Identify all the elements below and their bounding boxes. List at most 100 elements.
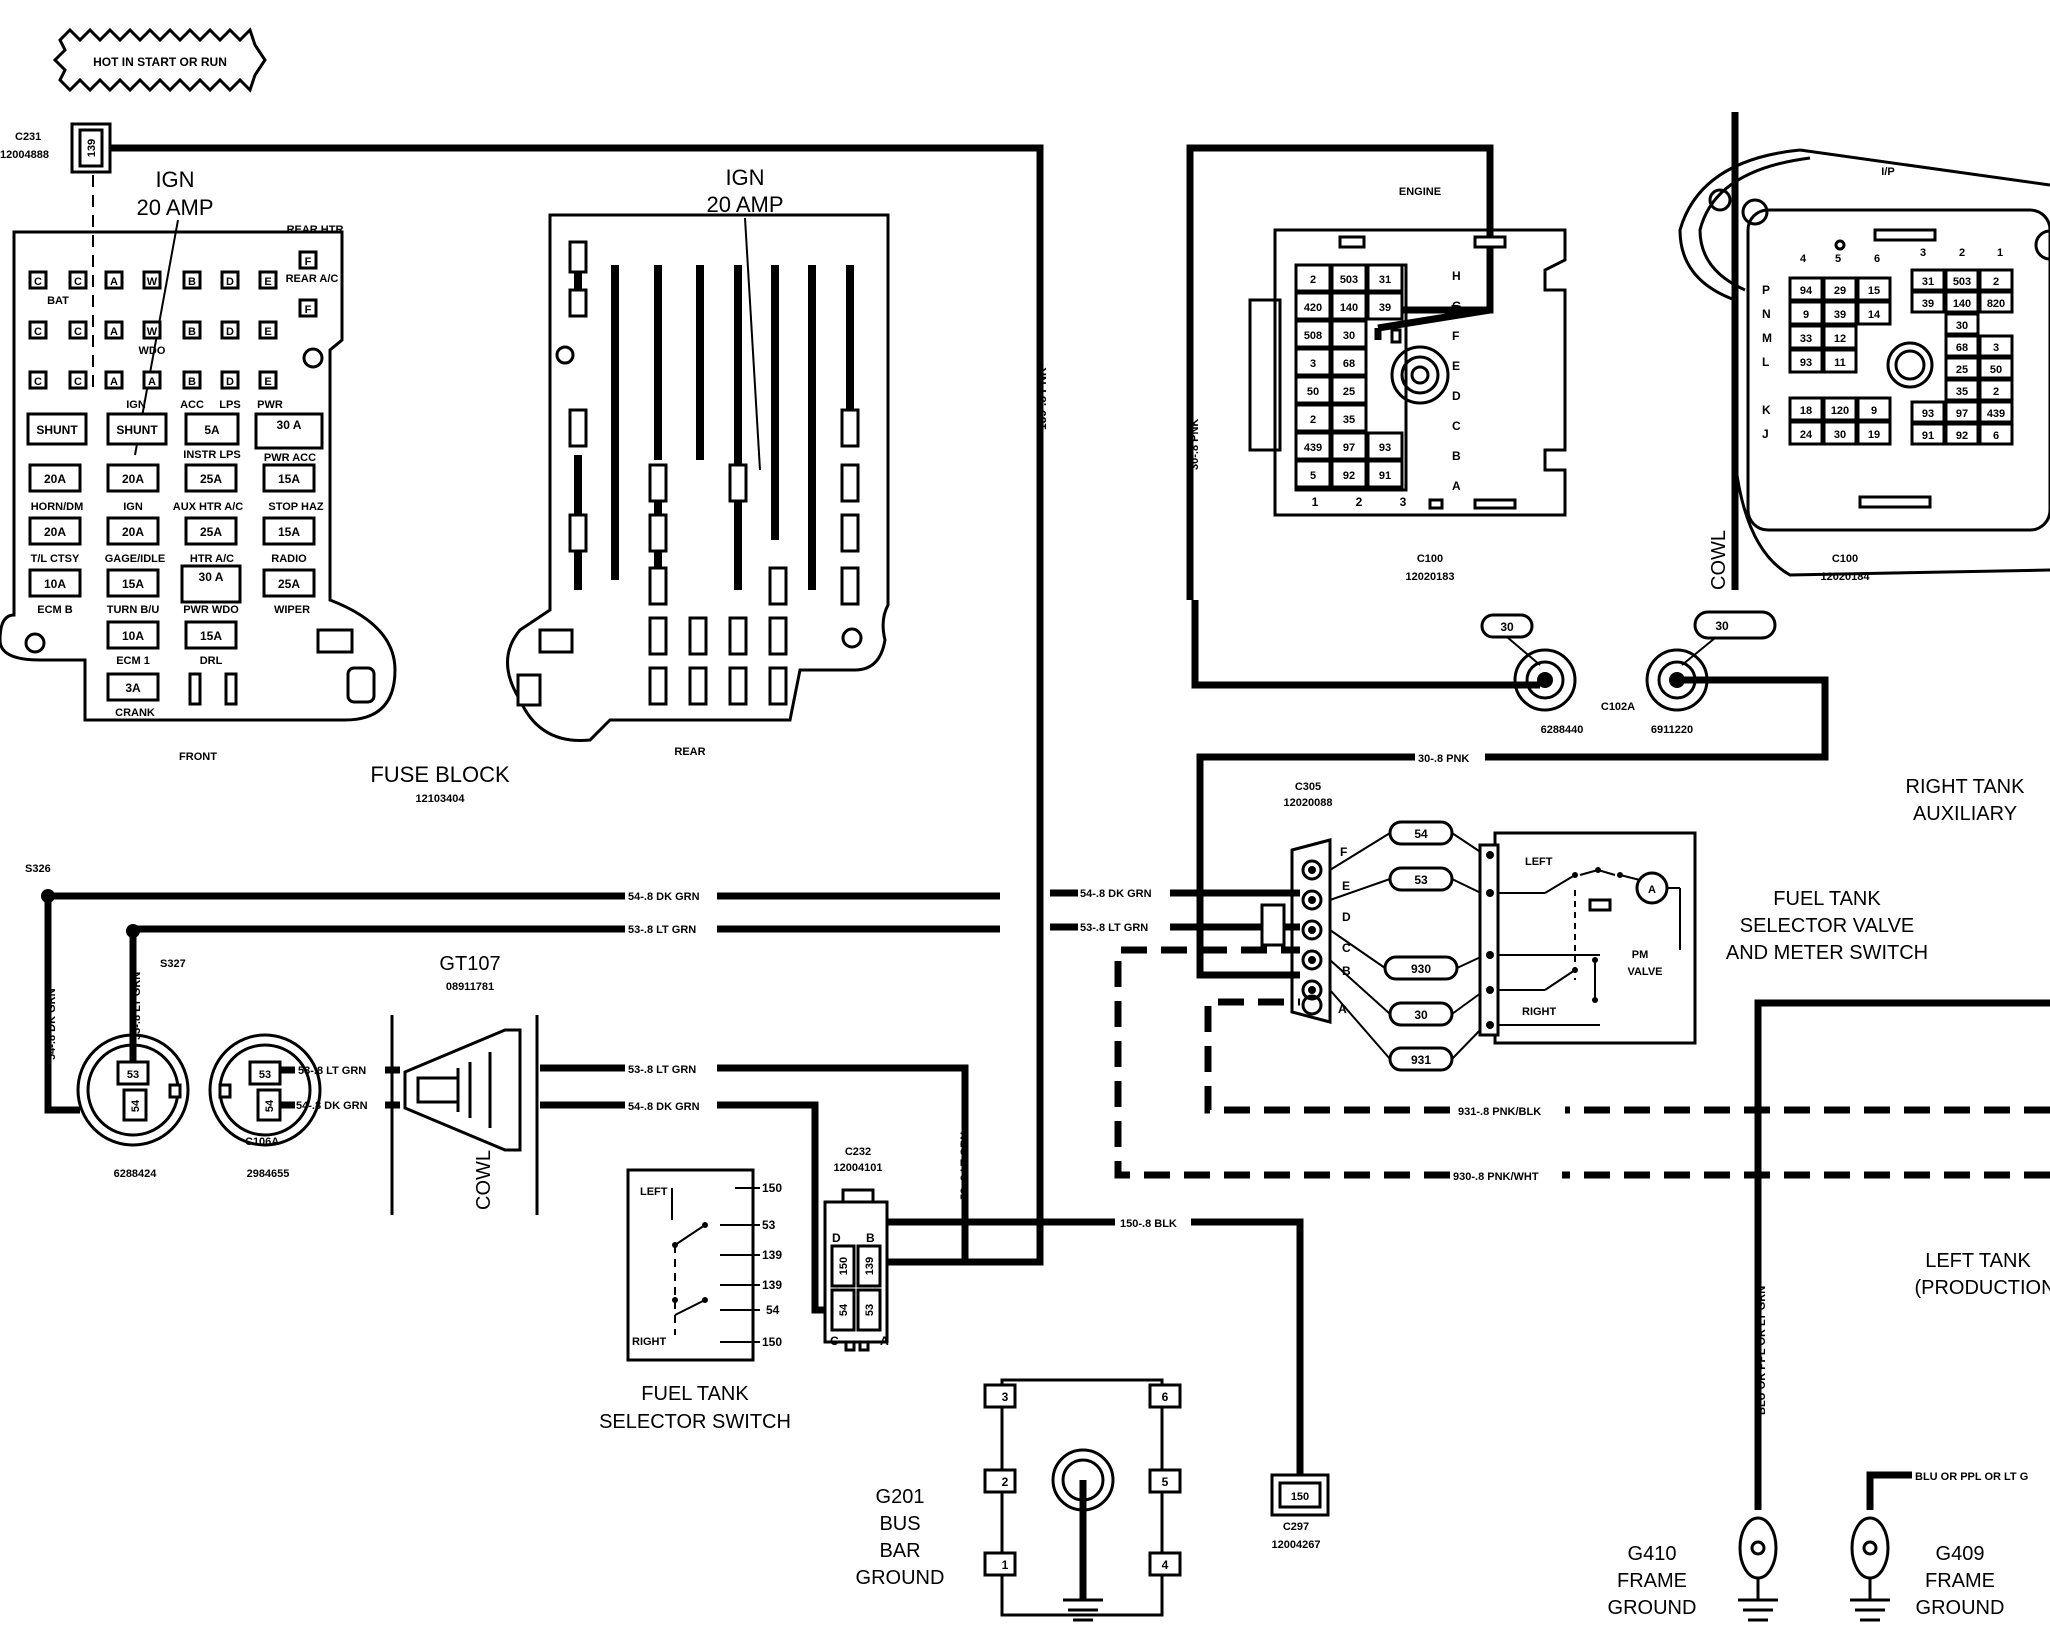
c100-ip-left-pin-label: 18: [1800, 405, 1812, 417]
svg-text:A: A: [148, 376, 156, 388]
c100-ip-right-pin-label: 2: [1993, 276, 1999, 288]
c100-engine-pin: [1330, 319, 1368, 349]
svg-text:53: 53: [1414, 873, 1428, 887]
c100-ip-right-pin-label: 35: [1956, 386, 1968, 398]
c100-engine-pin-label: 39: [1379, 302, 1391, 314]
svg-text:B: B: [188, 276, 196, 288]
c100-engine-pin-label: 439: [1304, 442, 1322, 454]
right-tank-1: RIGHT TANK: [1906, 776, 2026, 798]
c305-circuit-pills: 54 53 930 30 931: [1329, 820, 1486, 1072]
front-label: FRONT: [179, 751, 217, 763]
front-ign-line2: 20 AMP: [136, 195, 213, 220]
gt107-pn: 08911781: [446, 981, 494, 993]
c100-ip-left-pin-label: 33: [1800, 333, 1812, 345]
wire-blu-vert-label: BLU OR PPL OR LT GRN: [1756, 1286, 1768, 1415]
g410-line2: FRAME: [1617, 1570, 1687, 1592]
c100-engine-pin-label: 35: [1343, 414, 1355, 426]
c100-ip-left-pin: [1822, 420, 1858, 446]
svg-text:TURN B/U: TURN B/U: [107, 604, 160, 616]
c100-ip-right-pin: [1944, 290, 1980, 314]
svg-text:CRANK: CRANK: [115, 707, 155, 719]
c100-ip-left-pin: [1822, 324, 1858, 350]
valve-title-2: SELECTOR VALVE: [1740, 915, 1915, 937]
svg-text:PWR WDO: PWR WDO: [183, 604, 239, 616]
c100-ip-left-pin-label: 39: [1834, 309, 1846, 321]
bat-label: BAT: [47, 295, 69, 307]
c100-ip-left-pin: [1856, 300, 1892, 326]
svg-text:30 A: 30 A: [277, 418, 302, 432]
c100-ip-left-pin-label: 30: [1834, 429, 1846, 441]
svg-text:10A: 10A: [122, 629, 144, 643]
rear-label: REAR: [674, 746, 705, 758]
c100-engine-pin-label: 92: [1343, 470, 1355, 482]
c100-ip-left-pin: [1788, 300, 1824, 326]
c100-ip-col-label: 5: [1835, 253, 1841, 265]
svg-text:15A: 15A: [200, 629, 222, 643]
fuse-block-front: IGN 20 AMP REAR HTR F REAR A/C F C C A W…: [0, 167, 397, 763]
c100-ip-left-pin-label: 12: [1834, 333, 1846, 345]
svg-text:25A: 25A: [200, 472, 222, 486]
svg-text:930: 930: [1411, 962, 1431, 976]
c100-engine-col-label: 1: [1312, 495, 1319, 509]
cowl-right-label: COWL: [1708, 530, 1730, 590]
s326-label: S326: [25, 863, 51, 875]
c100-ip-left-pin-label: 93: [1800, 357, 1812, 369]
svg-text:RIGHT: RIGHT: [1522, 1006, 1557, 1018]
c100-engine-pin: [1294, 375, 1332, 405]
svg-text:VALVE: VALVE: [1627, 966, 1662, 978]
svg-text:30: 30: [1414, 1008, 1428, 1022]
c100-ip-row-label: K: [1762, 403, 1771, 417]
ip-label: I/P: [1881, 166, 1894, 178]
c100-ip-right-pin-label: 503: [1953, 276, 1971, 288]
c100-engine-pin: [1366, 459, 1404, 489]
svg-text:3: 3: [1002, 1390, 1009, 1404]
svg-text:T/L CTSY: T/L CTSY: [31, 553, 80, 565]
c100-ip-right-pin-label: 92: [1956, 430, 1968, 442]
c100-engine-col-label: 3: [1400, 495, 1407, 509]
svg-text:53: 53: [864, 1304, 876, 1316]
svg-text:PM: PM: [1632, 949, 1649, 961]
c100-engine-pin: [1330, 291, 1368, 321]
g201-line1: G201: [876, 1486, 925, 1508]
svg-text:2: 2: [1002, 1475, 1009, 1489]
svg-text:53: 53: [762, 1218, 776, 1232]
right-tank-2: AUXILIARY: [1913, 803, 2017, 825]
c100-ip-right-pin: [1910, 400, 1946, 424]
ign-small-label: IGN: [126, 399, 146, 411]
g201-line2: BUS: [879, 1513, 920, 1535]
c231-pin: 139: [86, 139, 98, 157]
svg-text:WIPER: WIPER: [274, 604, 310, 616]
c100-engine-pin: [1330, 347, 1368, 377]
c100-ip-right-pin: [1978, 356, 2014, 380]
svg-text:E: E: [264, 376, 271, 388]
c305-label: C305: [1295, 781, 1321, 793]
wire-54-conn-label: 54-.8 DK GRN: [296, 1100, 368, 1112]
wire-53-lower-label: 53-.8 LT GRN: [628, 1064, 696, 1076]
svg-text:A: A: [1338, 1002, 1347, 1016]
c232-label: C232: [845, 1146, 871, 1158]
c100-engine-pin-label: 97: [1343, 442, 1355, 454]
c100-engine-col-label: 2: [1356, 495, 1363, 509]
c100-ip-right-pin: [1944, 356, 1980, 380]
c305-connector: F E D C B A: [1260, 838, 1351, 1024]
c100-engine-pin-label: 91: [1379, 470, 1391, 482]
fuse-row-1: C C A W B D E: [28, 270, 278, 290]
c231-pn: 12004888: [0, 149, 49, 161]
svg-text:B: B: [188, 326, 196, 338]
rear-ign-line2: 20 AMP: [706, 192, 783, 217]
c100-ip-right-pin-label: 39: [1922, 298, 1934, 310]
c297-label: C297: [1283, 1521, 1309, 1533]
valve-title-3: AND METER SWITCH: [1726, 942, 1928, 964]
hot-flag-text: HOT IN START OR RUN: [93, 55, 227, 69]
wire-54-main-label: 54-.8 DK GRN: [628, 891, 700, 903]
c100-engine-pin-label: 2: [1310, 274, 1316, 286]
wire-54-lower-label: 54-.8 DK GRN: [628, 1101, 700, 1113]
svg-text:RADIO: RADIO: [271, 553, 307, 565]
c100-engine-pin: [1330, 403, 1368, 433]
svg-text:D: D: [1342, 910, 1351, 924]
svg-text:AUX HTR A/C: AUX HTR A/C: [173, 501, 244, 513]
c100-engine-pin: [1294, 291, 1332, 321]
svg-text:A: A: [110, 326, 118, 338]
